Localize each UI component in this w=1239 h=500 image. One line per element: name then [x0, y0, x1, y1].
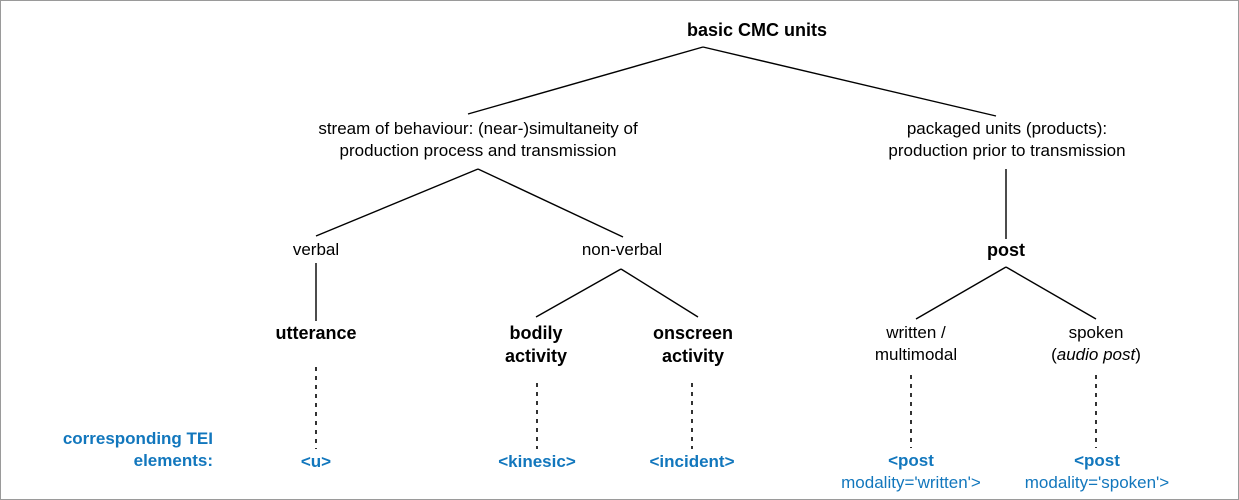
tei-element-post-spoken: <post modality='spoken'> [1025, 450, 1169, 495]
tei-element-post-written-tag: <post [888, 451, 934, 470]
edge-root-to-packaged [702, 46, 997, 117]
node-post: post [987, 239, 1025, 262]
tei-caption: corresponding TEI elements: [63, 428, 213, 473]
node-stream-of-behaviour-line1: stream of behaviour: (near-)simultaneity… [318, 119, 638, 138]
edge-post-to-written [915, 266, 1007, 320]
node-spoken-paren-close: ) [1135, 345, 1141, 365]
node-stream-of-behaviour-line2: production process and transmission [339, 141, 617, 161]
node-bodily-activity-line1: bodily [509, 323, 563, 343]
node-utterance: utterance [275, 322, 356, 345]
node-stream-of-behaviour: stream of behaviour: (near-)simultaneity… [318, 118, 637, 162]
node-onscreen-activity: onscreen activity [653, 322, 733, 369]
node-onscreen-activity-line2: activity [661, 346, 725, 367]
edge-nonverbal-to-onscreen [620, 268, 699, 318]
tei-element-post-written-attr: modality='written'> [841, 473, 981, 493]
node-written-multimodal: written / multimodal [875, 322, 957, 366]
node-spoken-paren-open: ( [1051, 345, 1057, 365]
tei-element-incident-label: <incident> [649, 452, 735, 471]
node-basic-cmc-units-label: basic CMC units [686, 20, 828, 40]
tei-caption-line2: elements: [133, 451, 213, 471]
tei-element-kinesic-label: <kinesic> [498, 452, 576, 471]
node-spoken-audio-post-line1: spoken [1068, 323, 1124, 342]
node-spoken-audio-post-line2: (audio post) [1051, 344, 1141, 366]
edge-root-to-stream [467, 46, 704, 115]
tei-caption-line1: corresponding TEI [62, 429, 213, 448]
node-written-multimodal-line2: multimodal [874, 345, 958, 365]
tei-element-post-spoken-attr: modality='spoken'> [1024, 473, 1170, 493]
edge-stream-to-verbal [315, 168, 479, 237]
node-packaged-units-line1: packaged units (products): [906, 119, 1108, 138]
node-onscreen-activity-line1: onscreen [652, 323, 734, 343]
edge-stream-to-nonverbal [477, 168, 624, 238]
edge-nonverbal-to-bodily [535, 268, 622, 318]
node-verbal-label: verbal [292, 240, 340, 259]
node-verbal: verbal [293, 239, 339, 261]
node-utterance-label: utterance [275, 323, 357, 343]
node-spoken-audio-post-italic: audio post [1056, 345, 1136, 365]
node-non-verbal-label: non-verbal [581, 240, 663, 259]
tei-element-u: <u> [301, 451, 331, 473]
tei-element-u-label: <u> [300, 452, 332, 471]
node-spoken-audio-post: spoken (audio post) [1051, 322, 1141, 366]
node-bodily-activity-line2: activity [504, 346, 568, 367]
tei-element-kinesic: <kinesic> [498, 451, 576, 473]
tei-element-post-written: <post modality='written'> [841, 450, 981, 495]
node-packaged-units: packaged units (products): production pr… [888, 118, 1125, 162]
tei-element-incident: <incident> [649, 451, 734, 473]
node-packaged-units-line2: production prior to transmission [888, 141, 1126, 161]
node-non-verbal: non-verbal [582, 239, 662, 261]
node-post-label: post [987, 240, 1025, 260]
tei-element-post-spoken-tag: <post [1074, 451, 1120, 470]
node-written-multimodal-line1: written / [886, 323, 946, 342]
node-basic-cmc-units: basic CMC units [687, 19, 827, 42]
edge-post-to-spoken [1005, 266, 1097, 320]
node-bodily-activity: bodily activity [505, 322, 567, 369]
